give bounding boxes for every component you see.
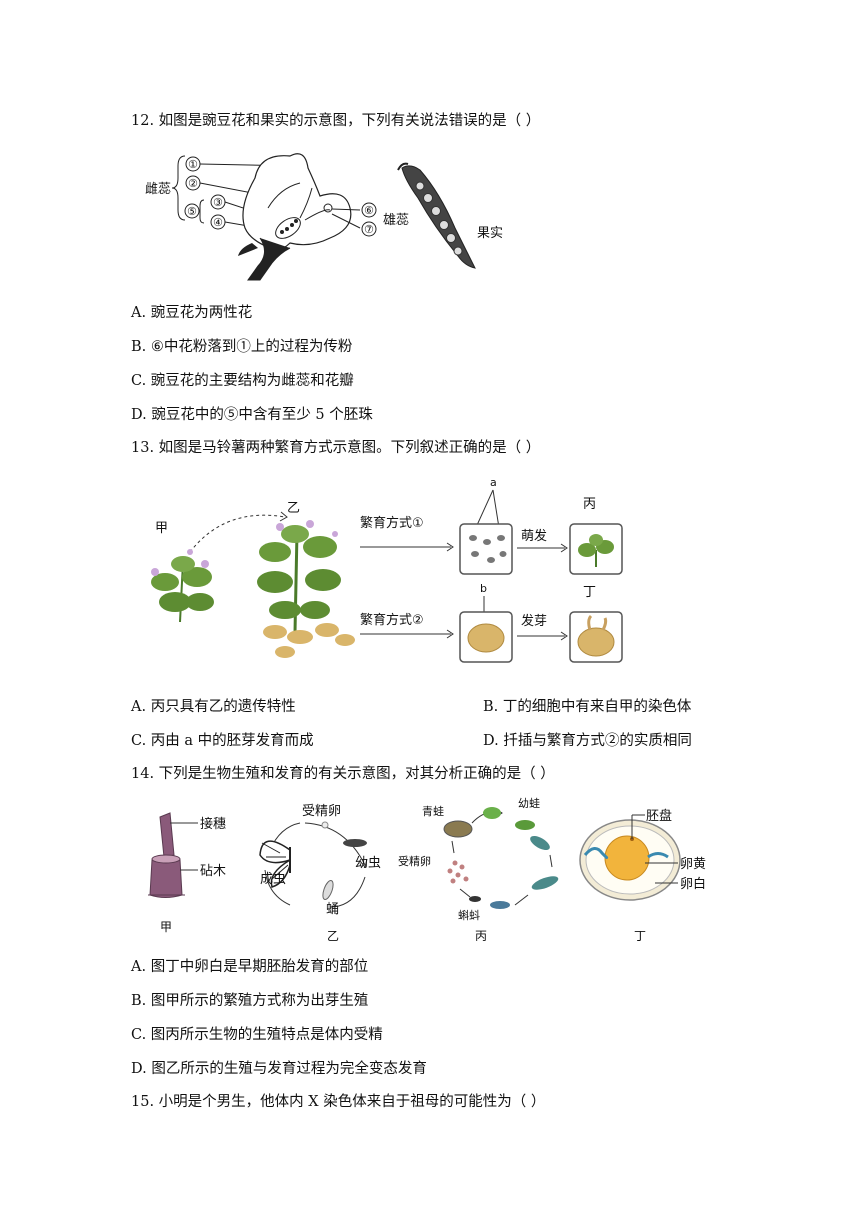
label-sprout-2: 发芽 [521,613,547,629]
pea-pod-icon [397,162,476,269]
label-stock: 砧木 [200,864,226,879]
seedling-icon [578,534,614,567]
seedling-box [569,523,623,575]
svg-text:①: ① [188,158,198,171]
q13-option-b[interactable]: B. 丁的细胞中有来自甲的染色体 [483,699,692,715]
label-frog: 青蛙 [422,805,444,818]
caption-bing: 丙 [475,929,487,943]
svg-text:⑤: ⑤ [187,205,197,218]
butterfly-icon [259,840,291,888]
label-yolk: 卵黄 [680,857,706,872]
caption-ding: 丁 [634,929,646,943]
svg-text:④: ④ [213,216,223,229]
label-pupa: 蛹 [326,902,339,917]
marker-6: ⑥ [361,202,377,218]
label-pistil: 雌蕊 [145,181,171,197]
q14-option-a[interactable]: A. 图丁中卵白是早期胚胎发育的部位 [131,959,369,975]
marker-7: ⑦ [361,221,377,237]
bird-egg-icon [579,819,681,901]
froglet-icon [483,807,501,819]
label-b: b [480,582,487,595]
label-yi: 乙 [287,501,300,516]
marker-1: ① [185,156,201,172]
label-sprout-1: 萌发 [521,528,547,544]
label-froglet: 幼蛙 [518,797,540,810]
question-15-stem: 15. 小明是个男生，他体内 X 染色体来自于祖母的可能性为（ ） [131,1094,546,1110]
pistil-brace [171,155,186,221]
q12-option-c[interactable]: C. 豌豆花的主要结构为雌蕊和花瓣 [131,373,354,389]
plant-jia-icon [151,549,214,623]
reproduction-figure: 接穗 砧木 甲 受精卵 幼虫 蛹 成虫 乙 青蛙 幼蛙 蝌蚪 受精卵 丙 [148,797,706,943]
seeds-box [459,523,513,575]
marker-3: ③ [210,194,226,210]
label-method-2: 繁育方式② [360,612,424,628]
caption-yi: 乙 [327,929,339,943]
marker-2: ② [185,175,201,191]
frog-icon [443,820,473,838]
q12-option-d[interactable]: D. 豌豆花中的⑤中含有至少 5 个胚珠 [131,407,373,423]
tuber-icon [467,623,505,653]
label-ding: 丁 [583,585,596,600]
label-fert-egg-2: 受精卵 [398,855,431,868]
question-14-stem: 14. 下列是生物生殖和发育的有关示意图，对其分析正确的是（ ） [131,766,555,782]
question-12-stem: 12. 如图是豌豆花和果实的示意图，下列有关说法错误的是（ ） [131,113,541,129]
sprouted-tuber-icon [577,614,615,657]
marker-4: ④ [210,214,226,230]
q14-option-b[interactable]: B. 图甲所示的繁殖方式称为出芽生殖 [131,993,369,1009]
seeds-icon [469,535,507,563]
label-larva: 幼虫 [355,856,381,871]
label-germ-disc: 胚盘 [646,808,672,824]
flower-petals [242,153,352,251]
q14-option-c[interactable]: C. 图丙所示生物的生殖特点是体内受精 [131,1027,383,1043]
q13-option-a[interactable]: A. 丙只具有乙的遗传特性 [131,699,296,715]
svg-text:⑥: ⑥ [364,204,374,217]
label-stamen: 雄蕊 [383,213,409,228]
pupa-icon [322,880,334,900]
label-tadpole: 蝌蚪 [458,909,480,922]
marker-5: ⑤ [184,203,200,219]
q13-option-d[interactable]: D. 扦插与繁育方式②的实质相同 [483,733,692,749]
question-13-stem: 13. 如图是马铃薯两种繁育方式示意图。下列叙述正确的是（ ） [131,440,541,456]
q12-option-a[interactable]: A. 豌豆花为两性花 [131,305,253,321]
label-fert-egg: 受精卵 [302,804,341,819]
label-bing: 丙 [583,497,596,512]
grafting-icon [148,812,185,898]
label-fruit: 果实 [477,226,503,241]
svg-text:②: ② [188,177,198,190]
svg-text:③: ③ [213,196,223,209]
label-albumen: 卵白 [680,876,706,892]
frog-eggs-icon [447,860,469,884]
label-scion: 接穗 [200,816,226,832]
q13-option-c[interactable]: C. 丙由 a 中的胚芽发育而成 [131,733,314,749]
potato-propagation-figure: 甲 乙 繁育方式① a 萌发 丙 [151,476,623,663]
q14-option-d[interactable]: D. 图乙所示的生殖与发育过程为完全变态发育 [131,1061,427,1077]
label-a: a [490,476,497,489]
svg-text:⑦: ⑦ [364,223,374,236]
label-jia: 甲 [155,521,168,536]
pea-flower-figure: 雌蕊 ① ② ⑤ ③ ④ ⑥ ⑦ 雄蕊 果实 [145,153,503,281]
label-method-1: 繁育方式① [360,515,424,531]
caterpillar-icon [343,839,367,847]
q12-option-b[interactable]: B. ⑥中花粉落到①上的过程为传粉 [131,339,353,355]
caption-jia: 甲 [160,920,172,934]
plant-yi-icon [257,520,355,658]
label-adult: 成虫 [260,872,286,887]
